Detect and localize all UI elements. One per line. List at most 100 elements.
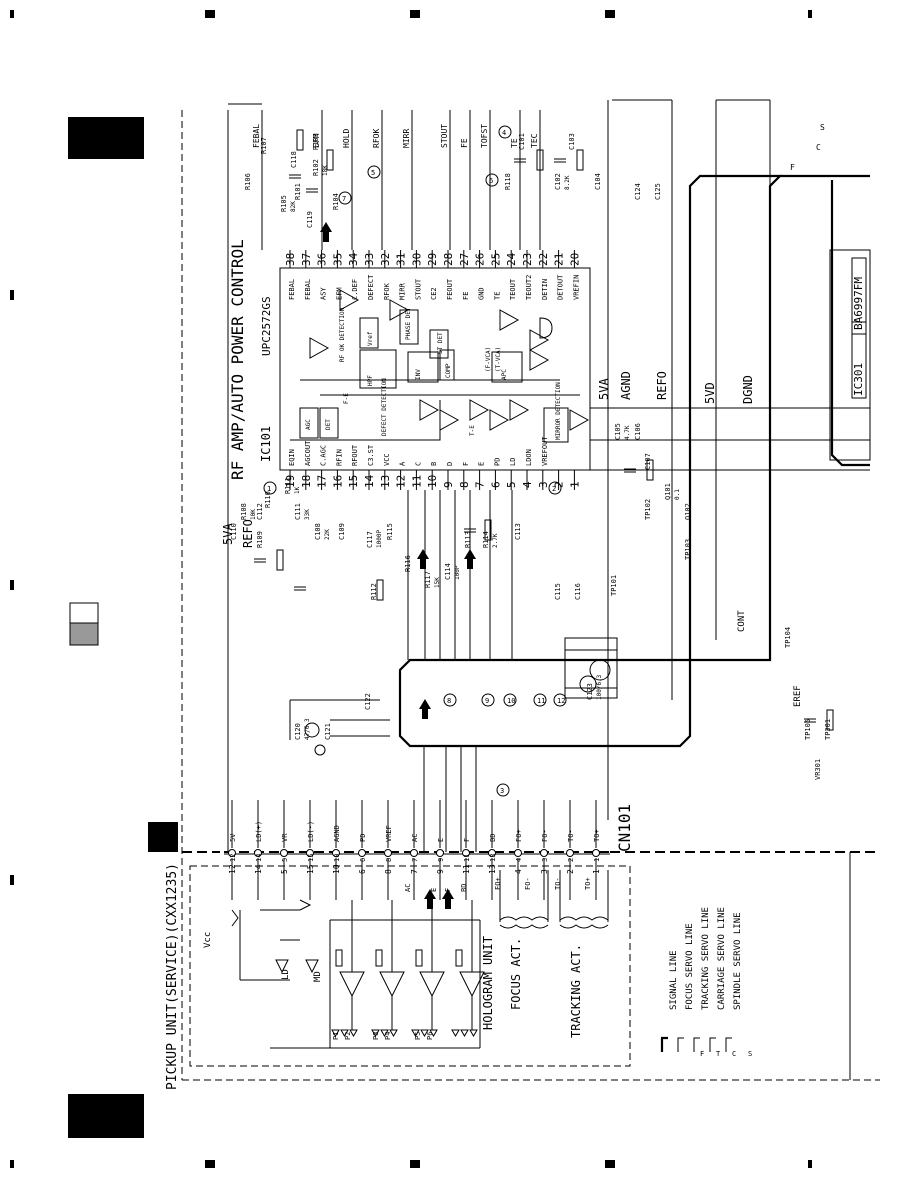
component-value-10: 100P <box>454 565 461 580</box>
component-r117: R117 <box>424 571 432 588</box>
cn101-pin-number-right-9: 9 <box>437 858 445 862</box>
ic101-pin-number-38: 38 <box>284 253 297 266</box>
ic101-pin-name-19: EQIN <box>288 449 296 466</box>
ic101-block-7: COMP <box>445 363 452 378</box>
cn101-pin-number-left-2: 2 <box>566 869 575 874</box>
ic101-pin-name-35: EFM <box>335 287 343 300</box>
component-value-12: 47/6.3 <box>304 718 311 740</box>
component-r104: R104 <box>332 193 340 210</box>
ic101-pin-number-4: 4 <box>521 481 534 488</box>
legend-tracking-label: TRACKING SERVO LINE <box>701 907 711 1010</box>
ic301-block: BA6997FM IC301 <box>829 249 871 461</box>
component-tp103: TP103 <box>684 539 692 560</box>
cn101-pin-name-4: FO+ <box>515 829 523 842</box>
component-c113: C113 <box>514 523 522 540</box>
cn101-pin-number-right-7: 7 <box>411 858 419 862</box>
cn101-connector: 5V1212LD(+)1414VR55LD(-)1515AGND1010PD66… <box>224 800 634 900</box>
capacitor-glyph <box>804 718 816 723</box>
resistor-glyph <box>484 519 492 541</box>
test-point-number-11: 11 <box>537 697 545 705</box>
component-c102: C102 <box>554 173 562 190</box>
power-rails: 5VA REFO 5VA AGND REFO 5VD DGND CONT ERE… <box>221 99 870 852</box>
signal-label-te: TE <box>510 138 519 148</box>
component-value-14: 0.1 <box>674 489 681 500</box>
pickup-feedback-resistor <box>415 949 423 967</box>
cn101-pin-4 <box>514 849 522 857</box>
ic101-pin-name-13: VCC <box>383 453 391 466</box>
component-c105: C105 <box>614 423 622 440</box>
component-value-6: 8.2K <box>564 175 571 190</box>
ic101-pin-name-7: E <box>478 462 486 466</box>
ic101-block-10: DEFECT DETECTION <box>381 378 388 436</box>
resistor-glyph <box>646 459 654 481</box>
q101-block <box>289 699 390 756</box>
schematic-title: RF AMP/AUTO POWER CONTROL <box>228 239 247 480</box>
test-point-number-1: 1 <box>267 485 271 493</box>
board-outline <box>181 110 880 1081</box>
efm-signal-arrow <box>320 222 332 232</box>
focus-act-label: FOCUS ACT. <box>509 938 523 1010</box>
test-point-12 <box>553 693 567 707</box>
cn101-pin-11 <box>462 849 470 857</box>
ic101-block-12: F-E <box>343 393 350 404</box>
ic101-pin-name-37: FEBAL <box>304 279 312 300</box>
ic101-pin-number-26: 26 <box>474 253 487 266</box>
cn101-pin-number-left-11: 11 <box>462 864 471 874</box>
ic101-pin-name-20: VREFIN <box>572 275 580 300</box>
component-r110: R110 <box>264 491 272 508</box>
component-r105: R105 <box>280 195 288 212</box>
ic101-pin-name-31: MIRR <box>399 282 407 300</box>
component-r118: R118 <box>504 173 512 190</box>
ic101-pin-number-18: 18 <box>300 475 313 488</box>
cn101-pin-number-left-3: 3 <box>540 869 549 874</box>
test-point-number-4: 4 <box>502 129 506 137</box>
resistor-glyph <box>276 549 284 571</box>
test-point-8 <box>443 693 457 707</box>
component-r102: R102 <box>312 159 320 176</box>
component-value-1: 82K <box>290 201 297 212</box>
section-tab-top <box>68 117 144 159</box>
ic101-pin-number-8: 8 <box>458 481 471 488</box>
photodiode <box>451 1029 460 1037</box>
ic101-ref: IC101 <box>259 426 273 462</box>
component-value-13: 100/6.3 <box>596 674 603 700</box>
photodiode <box>420 1029 429 1037</box>
legend-focus-arrow <box>677 1037 684 1052</box>
test-point-3 <box>496 783 510 797</box>
ic101-pin-name-5: LD <box>509 458 517 466</box>
test-point-number-3: 3 <box>500 787 504 795</box>
cn101-pin-name-7: AC <box>411 834 419 842</box>
pickup-label-bd: BD <box>460 884 468 892</box>
ic101-pin-name-10: B <box>430 462 438 466</box>
ic101-pin-name-25: TE <box>493 292 501 300</box>
pickup-label-fo+: FO+ <box>494 877 502 890</box>
cn101-label: CN101 <box>615 804 634 852</box>
cn101-pin-name-15: LD(-) <box>307 821 315 842</box>
rail-dgnd: DGND <box>741 375 755 404</box>
test-point-number-9: 9 <box>485 697 489 705</box>
cn101-pin-number-left-8: 8 <box>384 869 393 874</box>
ic101-pin-number-2: 2 <box>553 481 566 488</box>
cn101-pin-number-left-15: 15 <box>306 864 315 874</box>
hologram-unit-label: HOLOGRAM UNIT <box>481 936 495 1030</box>
passive-components: R101R102R103R104R105R106R107R108R109R110… <box>230 129 834 909</box>
ic101-pin-number-28: 28 <box>442 253 455 266</box>
capacitor-glyph <box>554 158 566 163</box>
ic101-block-0: AGC <box>305 419 312 430</box>
rail-5va-right: 5VA <box>597 378 611 400</box>
cn101-pin-number-right-14: 14 <box>255 854 263 862</box>
cn101-pin-3 <box>540 849 548 857</box>
signal-arrow <box>464 549 476 559</box>
ic101-pin-name-6: PD <box>493 458 501 466</box>
capacitor-glyph <box>306 188 318 193</box>
signal-arrow <box>442 889 454 899</box>
edge-marker-s: S <box>820 123 825 132</box>
edge-marker-c: C <box>816 143 821 152</box>
cn101-pin-5 <box>280 849 288 857</box>
resistor-glyph <box>376 579 384 601</box>
ic101-pin-name-21: DETOUT <box>557 274 565 300</box>
component-vr301: VR301 <box>814 759 822 780</box>
cn101-pin-number-left-13: 13 <box>488 864 497 874</box>
component-tp101: TP101 <box>610 575 618 596</box>
